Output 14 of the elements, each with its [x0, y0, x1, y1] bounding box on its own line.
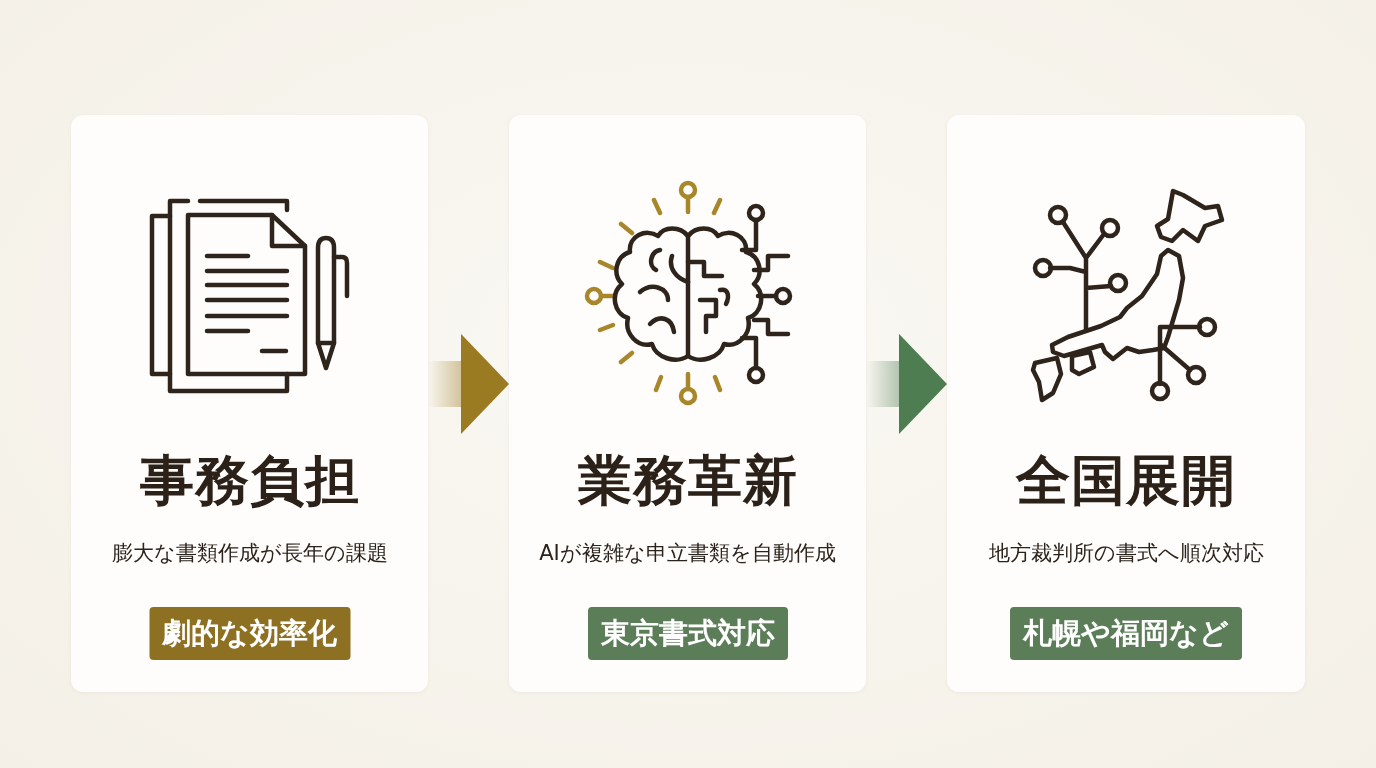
highlight-tag: 札幌や福岡など [1010, 607, 1242, 660]
step-card [71, 115, 428, 692]
card-description: AIが複雑な申立書類を自動作成 [539, 540, 836, 567]
card-description: 地方裁判所の書式へ順次対応 [988, 540, 1264, 567]
arrow [866, 333, 947, 434]
step-card [947, 115, 1305, 692]
card-title: 事務負担 [139, 449, 360, 511]
card-description: 膨大な書類作成が長年の課題 [111, 540, 388, 567]
step-card [509, 115, 866, 692]
arrow [428, 333, 509, 434]
highlight-tag: 東京書式対応 [587, 607, 788, 660]
card-title: 業務革新 [577, 449, 798, 511]
card-title: 全国展開 [1016, 449, 1236, 511]
highlight-tag: 劇的な効率化 [149, 607, 350, 660]
